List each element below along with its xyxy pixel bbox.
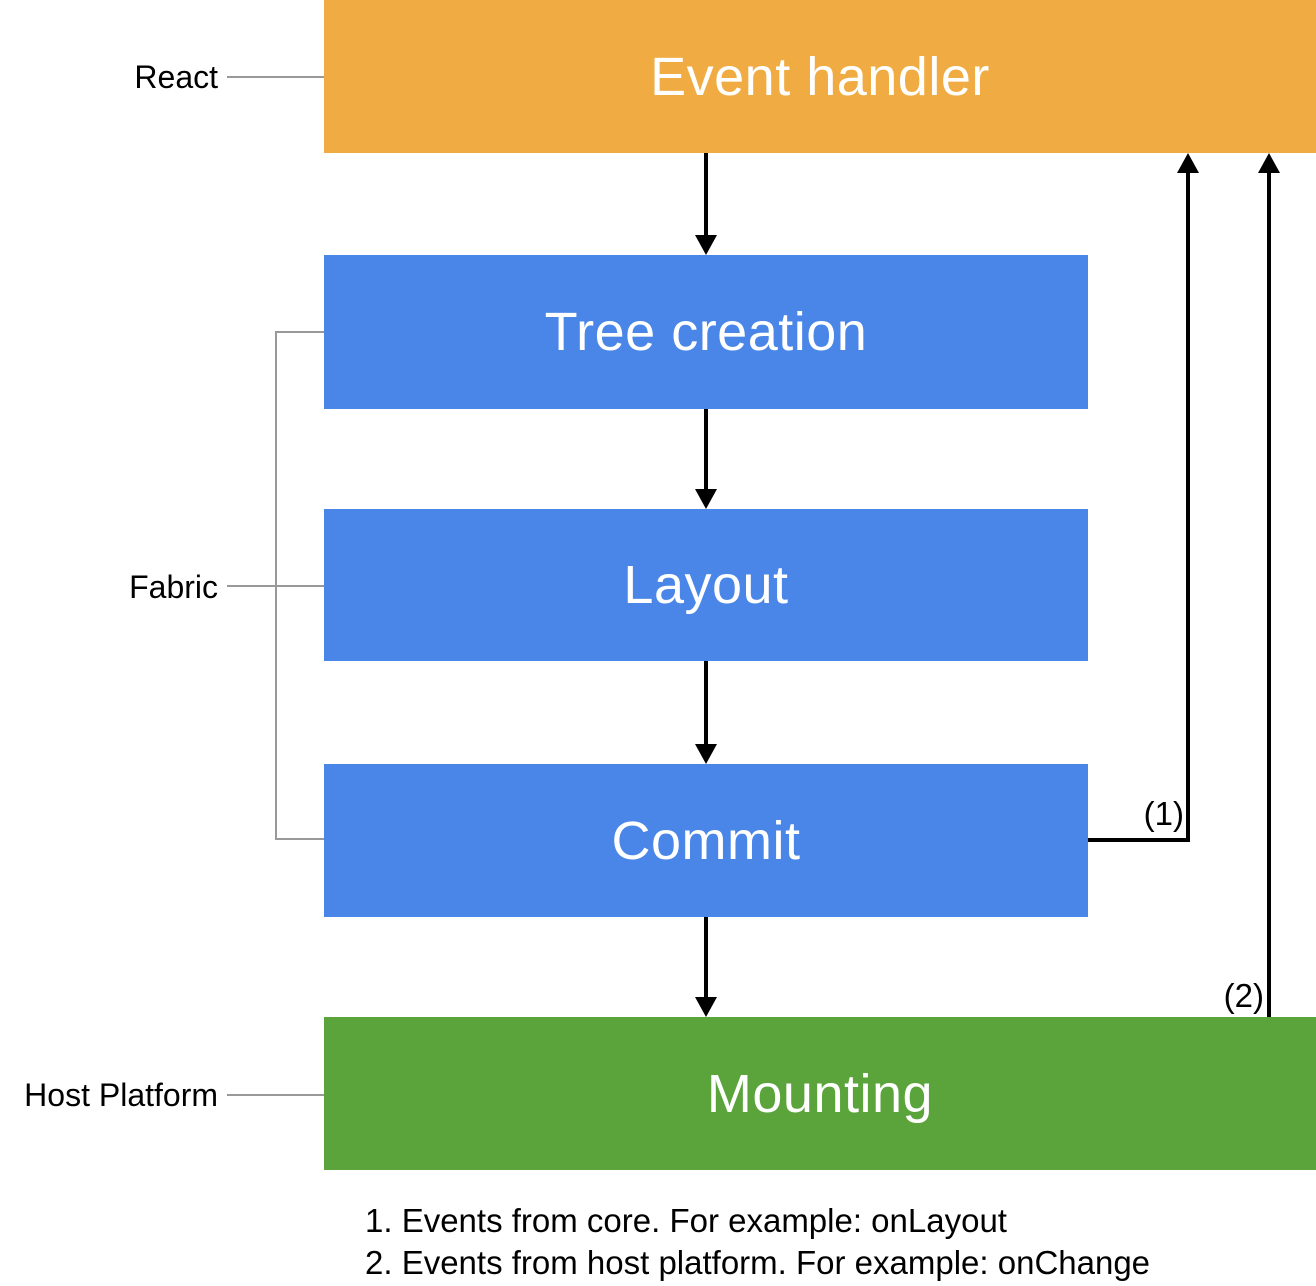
tree-creation-box: Tree creation (324, 255, 1088, 409)
footnote-2: 2. Events from host platform. For exampl… (365, 1244, 1151, 1281)
arrow-commit-to-mounting-line (704, 917, 708, 998)
layout-label: Layout (623, 555, 789, 615)
commit-box: Commit (324, 764, 1088, 917)
arrow-layout-to-commit-head-icon (695, 744, 717, 764)
mounting-box: Mounting (324, 1017, 1316, 1170)
arrow-tree-to-layout-head-icon (695, 489, 717, 509)
react-connector-line (227, 76, 324, 78)
mounting-label: Mounting (706, 1063, 934, 1124)
host-platform-layer-label: Host Platform (24, 1077, 218, 1113)
host-platform-connector-line (227, 1094, 324, 1096)
return-arrow-2-vertical-line (1267, 172, 1271, 1017)
layout-box: Layout (324, 509, 1088, 661)
fabric-bracket-vertical-line (275, 331, 277, 840)
event-handler-box: Event handler (324, 0, 1316, 153)
callout-2-label: (2) (1223, 977, 1264, 1014)
callout-1-label: (1) (1143, 795, 1184, 832)
tree-creation-label: Tree creation (544, 302, 868, 362)
fabric-layer-label: Fabric (129, 569, 218, 605)
arrow-event-to-tree-head-icon (695, 235, 717, 255)
commit-label: Commit (611, 810, 801, 871)
arrow-layout-to-commit-line (704, 661, 708, 745)
arrow-tree-to-layout-line (704, 409, 708, 490)
arrow-commit-to-mounting-head-icon (695, 997, 717, 1017)
footnote-1: 1. Events from core. For example: onLayo… (365, 1202, 1007, 1239)
event-handler-label: Event handler (650, 46, 990, 107)
fabric-bracket-top-stub (275, 331, 324, 333)
return-arrow-1-horizontal-line (1088, 838, 1190, 842)
react-layer-label: React (134, 59, 218, 95)
fabric-bracket-bottom-stub (275, 838, 324, 840)
return-arrow-1-head-icon (1177, 153, 1199, 173)
footnotes: 1. Events from core. For example: onLayo… (365, 1200, 1150, 1284)
arrow-event-to-tree-line (704, 153, 708, 236)
return-arrow-2-head-icon (1258, 153, 1280, 173)
return-arrow-1-vertical-line (1186, 172, 1190, 842)
